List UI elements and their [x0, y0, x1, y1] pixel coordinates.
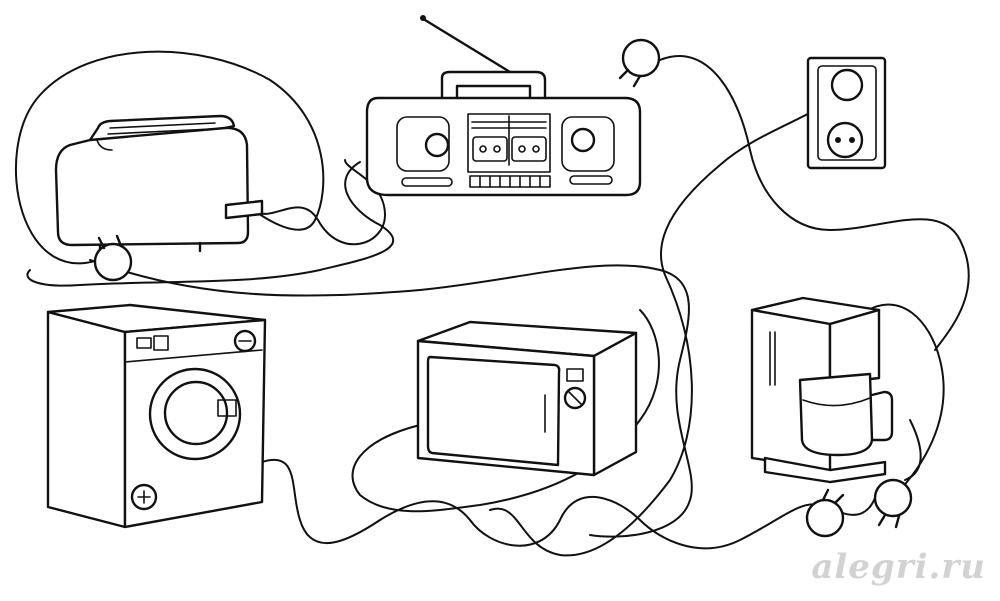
toaster-icon: [54, 114, 264, 255]
plug-icon: [805, 488, 845, 538]
plug-icon: [93, 234, 133, 282]
coffee-maker-icon: [750, 296, 894, 484]
wire-microwave: [351, 309, 660, 513]
plug-icon: [873, 478, 913, 529]
watermark: alegri.ru: [811, 547, 986, 587]
boombox-icon: [365, 15, 642, 197]
washing-machine-icon: [46, 303, 267, 529]
wall-socket-icon: [806, 56, 887, 170]
wire-socket: [489, 89, 846, 557]
microwave-icon: [416, 320, 638, 477]
wire-washer: [261, 458, 821, 550]
wire-plugs-right: [839, 419, 922, 516]
wire-boombox: [26, 161, 693, 538]
plug-icon: [618, 38, 661, 88]
